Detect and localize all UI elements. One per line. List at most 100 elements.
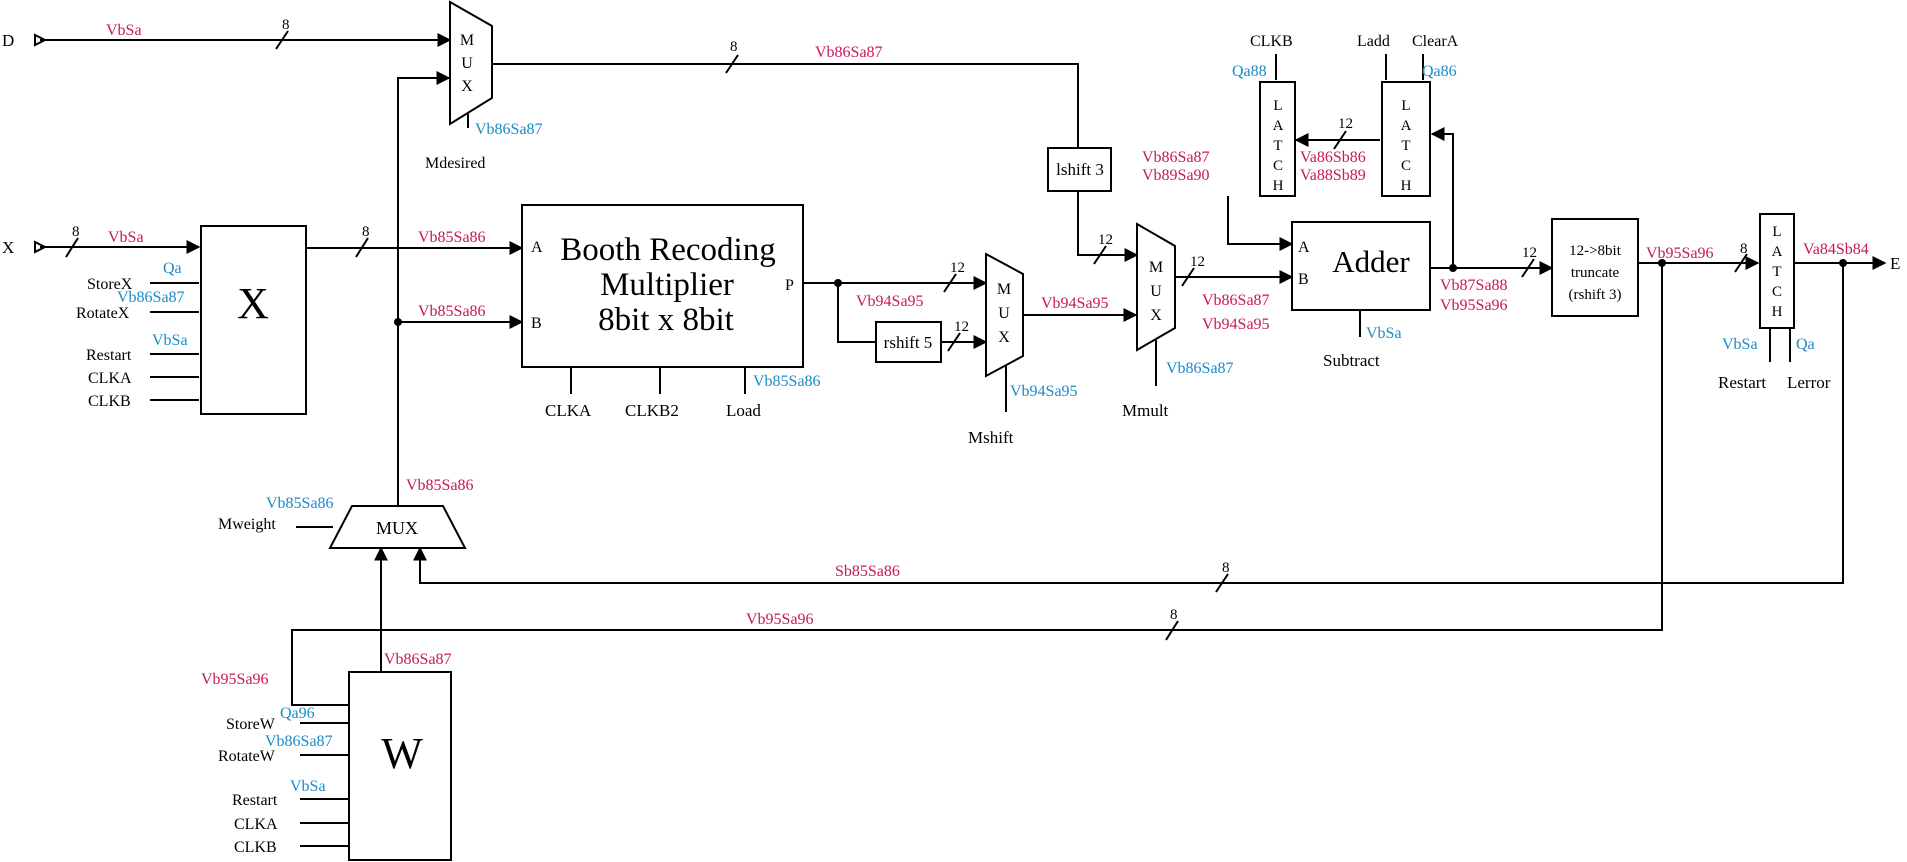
w-port-rotatew: RotateW: [218, 748, 276, 765]
latch-letter: H: [1772, 304, 1783, 320]
bus-width: 8: [1222, 560, 1230, 576]
tag-label: Qa86: [1422, 63, 1457, 80]
w-register-title: W: [381, 729, 423, 778]
signal-label: Va86Sb86: [1300, 149, 1366, 166]
multiplier-port-p: P: [785, 277, 794, 294]
tag-label: Qa: [163, 260, 182, 277]
mux-mult: M U X: [1136, 222, 1176, 352]
bus-width: 8: [1740, 241, 1748, 257]
mux-letter: U: [998, 305, 1010, 322]
bus-width: 12: [954, 319, 969, 335]
input-x-label: X: [2, 238, 14, 257]
mux-letter: M: [997, 281, 1011, 298]
signal-label: Vb95Sa96: [201, 671, 269, 688]
adder-port-b: B: [1298, 271, 1309, 288]
latch-letter: H: [1273, 178, 1284, 194]
mux-letter: U: [1150, 283, 1162, 300]
signal-label: Vb86Sa87: [384, 651, 452, 668]
signal-label: Vb89Sa90: [1142, 167, 1210, 184]
signal-label: Vb95Sa96: [1646, 245, 1714, 262]
bus-width: 8: [282, 17, 290, 33]
mux-shift: M U X: [985, 252, 1024, 378]
signal-label: Vb87Sa88: [1440, 277, 1508, 294]
w-port-clkb: CLKB: [234, 839, 277, 856]
latch-out-control-restart: Restart: [1718, 373, 1766, 392]
tag-label: VbSa: [290, 778, 326, 795]
truncate-block: [1551, 218, 1639, 317]
latch-add-control-cleara: ClearA: [1412, 33, 1459, 50]
mux-letter: X: [461, 78, 473, 95]
latch-letter: A: [1772, 244, 1783, 260]
multiplier-control-load: Load: [726, 401, 761, 420]
tag-label: Qa: [1796, 336, 1815, 353]
adder-port-a: A: [1298, 239, 1310, 256]
multiplier-title-3: 8bit x 8bit: [598, 302, 734, 338]
adder-control: Subtract: [1323, 351, 1380, 370]
latch-letter: C: [1772, 284, 1782, 300]
signal-label: VbSa: [106, 22, 142, 39]
latch-letter: C: [1273, 158, 1283, 174]
signal-label: Vb85Sa86: [418, 303, 486, 320]
mux-weight: [328, 505, 467, 549]
w-port-storew: StoreW: [226, 716, 276, 733]
bus-width: 12: [950, 260, 965, 276]
mux-desired: M U X: [449, 0, 493, 126]
bus-width: 12: [1190, 254, 1205, 270]
multiplier-title-1: Booth Recoding: [560, 232, 775, 268]
tag-label: Qa96: [280, 705, 315, 722]
x-port-storex: StoreX: [87, 276, 133, 293]
mux-weight-label: MUX: [376, 518, 418, 538]
signal-label: Vb85Sa86: [406, 477, 474, 494]
truncate-line-1: 12->8bit: [1569, 243, 1622, 259]
signal-label: Vb94Sa95: [1041, 295, 1109, 312]
latch-letter: L: [1273, 98, 1282, 114]
latch-output: L A T C H: [1759, 213, 1795, 329]
mux-shift-control: Mshift: [968, 428, 1014, 447]
multiplier-title-2: Multiplier: [600, 267, 734, 303]
wires: [34, 30, 1887, 847]
tag-label: VbSa: [152, 332, 188, 349]
signal-label: Vb86Sa87: [1142, 149, 1210, 166]
signal-label: Va84Sb84: [1803, 241, 1869, 258]
latch-clkb: L A T C H: [1259, 81, 1296, 197]
signal-label: Va88Sb89: [1300, 167, 1366, 184]
latch-letter: H: [1401, 178, 1412, 194]
bus-width: 8: [72, 224, 80, 240]
x-port-rotatex: RotateX: [76, 305, 130, 322]
signal-label: Vb85Sa86: [418, 229, 486, 246]
latch-letter: A: [1401, 118, 1412, 134]
signal-label: Vb94Sa95: [856, 293, 924, 310]
multiplier-port-a: A: [531, 239, 543, 256]
tag-label: VbSa: [1722, 336, 1758, 353]
w-register: [348, 671, 452, 861]
bus-width: 12: [1522, 245, 1537, 261]
tag-label: VbSa: [1366, 325, 1402, 342]
x-port-restart: Restart: [86, 347, 132, 364]
w-port-restart: Restart: [232, 792, 278, 809]
input-d-label: D: [2, 31, 14, 50]
truncate-line-3: (rshift 3): [1569, 287, 1622, 303]
w-port-clka: CLKA: [234, 816, 278, 833]
latch-letter: T: [1772, 264, 1781, 280]
x-register-title: X: [237, 279, 269, 328]
tag-label: Vb86Sa87: [117, 289, 185, 306]
latch-add-control-ladd: Ladd: [1357, 33, 1390, 50]
rshift-block: [875, 321, 942, 363]
latch-letter: T: [1401, 138, 1410, 154]
booth-multiplier: [521, 204, 804, 368]
mux-letter: M: [460, 32, 474, 49]
signal-label: Vb95Sa96: [746, 611, 814, 628]
latch-letter: L: [1772, 224, 1781, 240]
bus-width: 8: [730, 39, 738, 55]
signal-label: Vb95Sa96: [1440, 297, 1508, 314]
bus-width: 8: [362, 224, 370, 240]
x-port-clkb: CLKB: [88, 393, 131, 410]
signal-label: VbSa: [108, 229, 144, 246]
multiplier-control-clkb2: CLKB2: [625, 401, 679, 420]
mux-top-control: Mdesired: [425, 155, 485, 172]
rshift-label: rshift 5: [884, 333, 933, 352]
output-e-label: E: [1890, 254, 1900, 273]
multiplier-port-b: B: [531, 315, 542, 332]
